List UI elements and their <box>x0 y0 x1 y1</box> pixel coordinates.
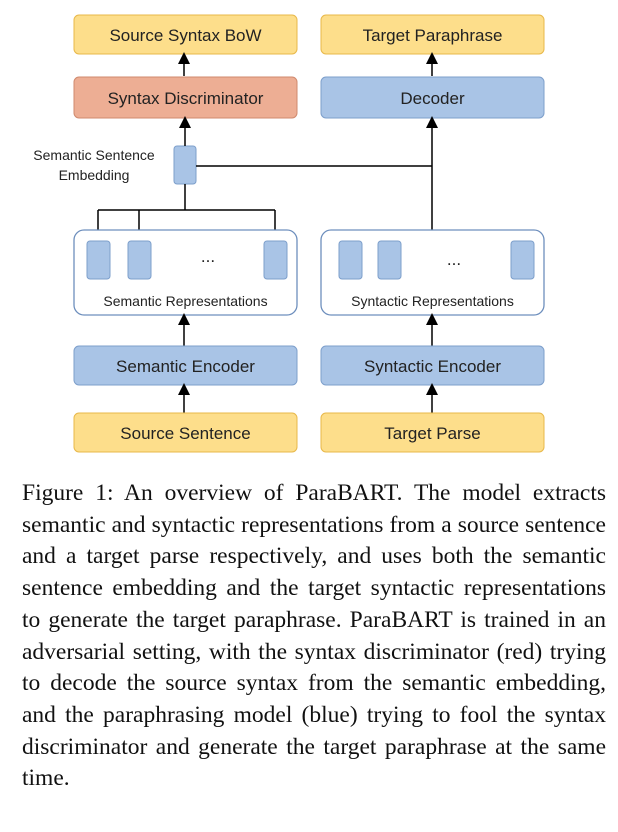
syntactic-ellipsis: ... <box>447 250 461 269</box>
source-sentence-label: Source Sentence <box>120 424 250 443</box>
semantic-token-vector <box>86 240 111 280</box>
source-sentence-box: Source Sentence <box>73 412 298 453</box>
syntactic-encoder-label: Syntactic Encoder <box>364 357 501 376</box>
syntactic-representations-group: ... Syntactic Representations <box>320 229 545 316</box>
semantic-token-vector <box>127 240 152 280</box>
semantic-encoder-label: Semantic Encoder <box>116 357 255 376</box>
syntactic-token-vector <box>377 240 402 280</box>
target-parse-box: Target Parse <box>320 412 545 453</box>
source-syntax-bow-label: Source Syntax BoW <box>109 26 261 45</box>
decoder-box: Decoder <box>320 76 545 119</box>
syntax-discriminator-label: Syntax Discriminator <box>108 89 264 108</box>
target-paraphrase-label: Target Paraphrase <box>363 26 503 45</box>
semantic-embedding-node <box>173 145 197 185</box>
source-syntax-bow-box: Source Syntax BoW <box>73 14 298 55</box>
semantic-representations-group: ... Semantic Representations <box>73 229 298 316</box>
embedding-label-line1: Semantic Sentence <box>33 147 155 163</box>
semantic-ellipsis: ... <box>201 247 215 266</box>
semantic-encoder-box: Semantic Encoder <box>73 345 298 386</box>
syntax-discriminator-box: Syntax Discriminator <box>73 76 298 119</box>
paraBART-diagram: Source Syntax BoW Target Paraphrase Synt… <box>33 14 545 453</box>
embedding-label-line2: Embedding <box>59 167 130 183</box>
decoder-label: Decoder <box>400 89 465 108</box>
semantic-token-vector <box>263 240 288 280</box>
figure-caption: Figure 1: An overview of ParaBART. The m… <box>22 480 606 792</box>
syntactic-token-vector <box>510 240 535 280</box>
target-parse-label: Target Parse <box>384 424 480 443</box>
syntactic-representations-label: Syntactic Representations <box>351 293 514 309</box>
syntactic-encoder-box: Syntactic Encoder <box>320 345 545 386</box>
syntactic-token-vector <box>338 240 363 280</box>
target-paraphrase-box: Target Paraphrase <box>320 14 545 55</box>
semantic-representations-label: Semantic Representations <box>103 293 267 309</box>
